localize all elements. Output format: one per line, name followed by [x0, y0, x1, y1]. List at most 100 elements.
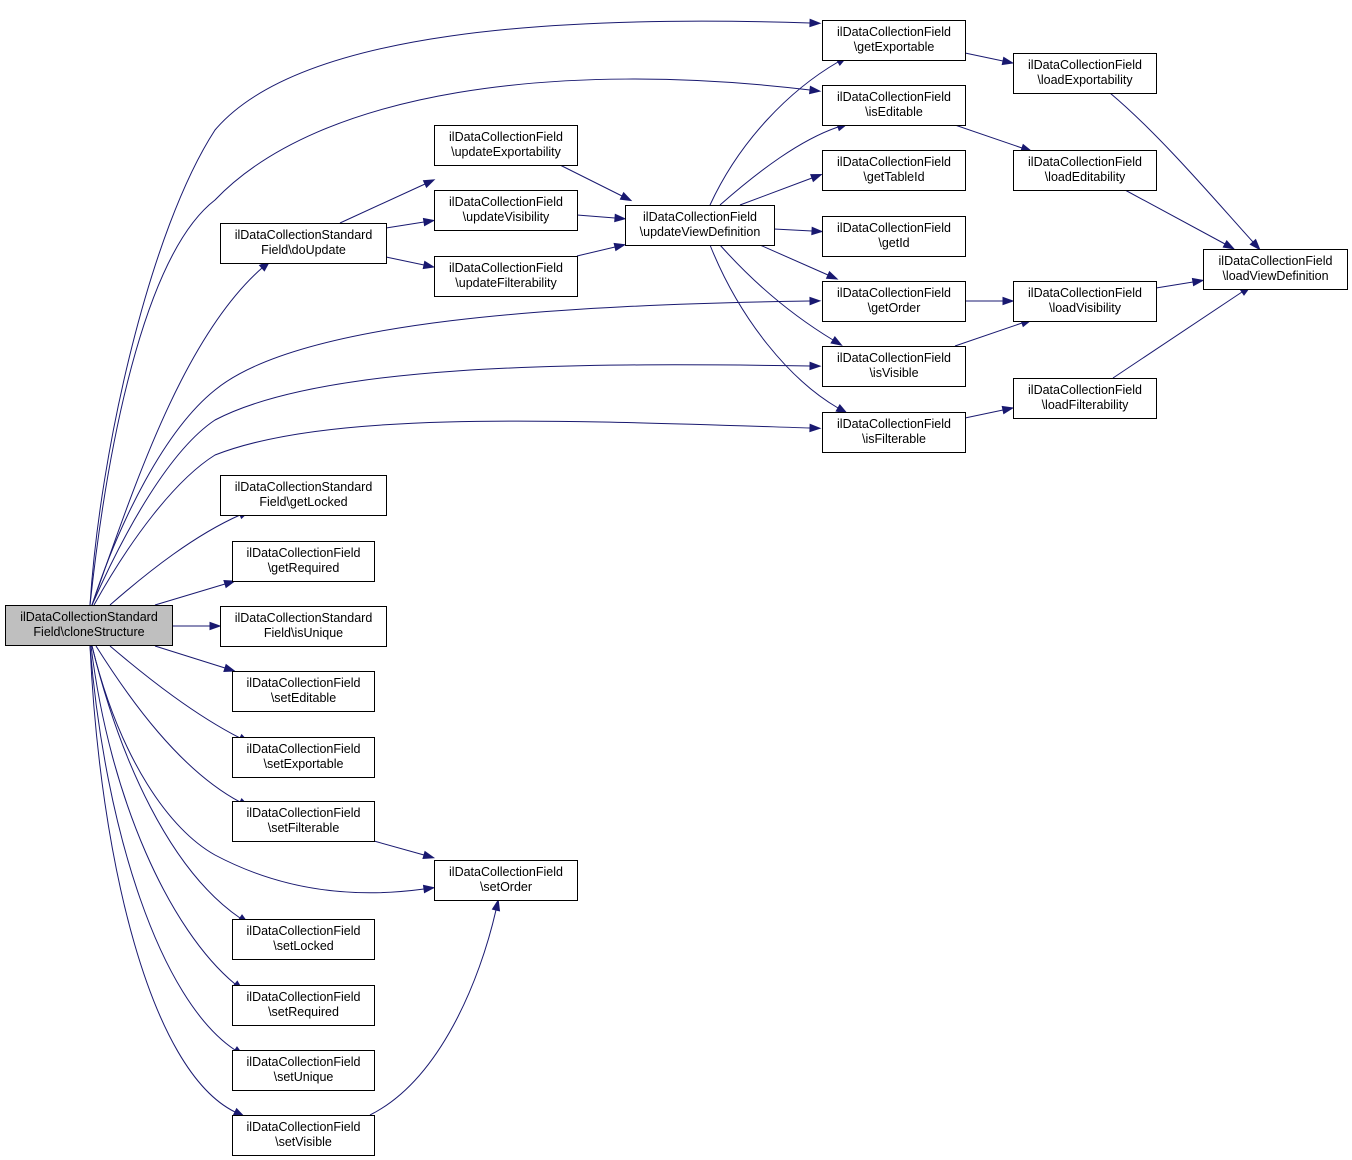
arrowhead	[422, 850, 436, 860]
node-box	[232, 1115, 375, 1156]
node-loadExportability[interactable]: ilDataCollectionField\loadExportability	[1013, 53, 1157, 94]
node-label-line: ilDataCollectionField	[449, 195, 563, 209]
edge-doUpdate-to-updateExportability	[339, 179, 436, 224]
edge-setVisible-to-setOrder	[369, 898, 501, 1116]
node-getOrder[interactable]: ilDataCollectionField\getOrder	[822, 281, 966, 322]
arrowhead	[1001, 405, 1015, 415]
edge-line	[954, 322, 1023, 347]
node-loadVisibility[interactable]: ilDataCollectionField\loadVisibility	[1013, 281, 1157, 322]
node-label-line: \getRequired	[268, 561, 340, 575]
edge-line	[93, 420, 811, 606]
node-setLocked[interactable]: ilDataCollectionField\setLocked	[232, 919, 375, 960]
node-getExportable[interactable]: ilDataCollectionField\getExportable	[822, 20, 966, 61]
arrowhead	[1249, 238, 1261, 251]
node-label-line: \isVisible	[869, 366, 918, 380]
node-label-line: \loadVisibility	[1049, 301, 1122, 315]
node-label-line: \setFilterable	[268, 821, 340, 835]
node-getRequired[interactable]: ilDataCollectionField\getRequired	[232, 541, 375, 582]
node-setExportable[interactable]: ilDataCollectionField\setExportable	[232, 737, 375, 778]
arrowhead	[825, 270, 839, 280]
edge-line	[954, 124, 1023, 149]
node-updateViewDefinition[interactable]: ilDataCollectionField\updateViewDefiniti…	[625, 205, 775, 246]
node-loadViewDefinition[interactable]: ilDataCollectionField\loadViewDefinition	[1203, 249, 1348, 290]
node-updateExportability[interactable]: ilDataCollectionField\updateExportabilit…	[434, 125, 578, 166]
edge-line	[339, 183, 426, 224]
node-label-line: ilDataCollectionStandard	[235, 228, 373, 242]
node-setRequired[interactable]: ilDataCollectionField\setRequired	[232, 985, 375, 1026]
edge-loadEditability-to-loadViewDefinition	[1124, 189, 1236, 250]
node-label-line: ilDataCollectionStandard	[235, 611, 373, 625]
arrowhead	[809, 423, 822, 433]
edge-line	[709, 244, 839, 409]
node-isEditable[interactable]: ilDataCollectionField\isEditable	[822, 85, 966, 126]
node-label-line: ilDataCollectionField	[247, 990, 361, 1004]
node-label-line: ilDataCollectionField	[837, 351, 951, 365]
edge-line	[91, 645, 425, 894]
node-cloneStructure[interactable]: ilDataCollectionStandardField\cloneStruc…	[5, 605, 173, 646]
edge-cloneStructure-to-isEditable	[89, 78, 822, 606]
node-getId[interactable]: ilDataCollectionField\getId	[822, 216, 966, 257]
arrowhead	[809, 361, 822, 371]
node-label-line: ilDataCollectionField	[837, 25, 951, 39]
edge-cloneStructure-to-isFilterable	[93, 420, 822, 606]
arrowhead	[209, 621, 222, 631]
edge-line	[576, 246, 616, 257]
arrowhead	[1001, 56, 1015, 66]
node-label-line: \loadViewDefinition	[1222, 269, 1328, 283]
edge-line	[1155, 281, 1194, 289]
edge-updateExportability-to-updateViewDefinition	[559, 164, 633, 202]
edge-updateViewDefinition-to-isVisible	[719, 244, 843, 346]
arrowhead	[1002, 296, 1015, 306]
node-label-line: ilDataCollectionField	[1028, 155, 1142, 169]
node-label-line: \loadExportability	[1037, 73, 1133, 87]
edge-cloneStructure-to-setExportable	[109, 645, 251, 744]
edge-cloneStructure-to-isUnique	[172, 621, 222, 631]
edge-cloneStructure-to-setEditable	[154, 645, 236, 672]
edge-updateViewDefinition-to-getOrder	[759, 244, 839, 280]
edge-line	[89, 645, 236, 1113]
edge-getOrder-to-loadVisibility	[965, 296, 1015, 306]
edge-line	[89, 78, 811, 606]
edge-updateViewDefinition-to-getId	[773, 226, 824, 236]
node-updateVisibility[interactable]: ilDataCollectionField\updateVisibility	[434, 190, 578, 231]
edge-updateFilterability-to-updateViewDefinition	[576, 242, 627, 257]
edge-line	[89, 645, 236, 1051]
nodes-layer: ilDataCollectionStandardField\cloneStruc…	[5, 20, 1348, 1156]
node-label-line: \setVisible	[275, 1135, 332, 1149]
edge-line	[385, 221, 425, 229]
edge-cloneStructure-to-isVisible	[91, 361, 822, 606]
node-getTableId[interactable]: ilDataCollectionField\getTableId	[822, 150, 966, 191]
node-label-line: ilDataCollectionField	[1028, 58, 1142, 72]
node-setFilterable[interactable]: ilDataCollectionField\setFilterable	[232, 801, 375, 842]
node-label-line: ilDataCollectionField	[449, 130, 563, 144]
node-updateFilterability[interactable]: ilDataCollectionField\updateFilterabilit…	[434, 256, 578, 297]
node-setVisible[interactable]: ilDataCollectionField\setVisible	[232, 1115, 375, 1156]
edge-cloneStructure-to-getOrder	[91, 296, 822, 606]
edge-line	[109, 645, 241, 739]
node-loadFilterability[interactable]: ilDataCollectionField\loadFilterability	[1013, 378, 1157, 419]
node-isVisible[interactable]: ilDataCollectionField\isVisible	[822, 346, 966, 387]
node-setEditable[interactable]: ilDataCollectionField\setEditable	[232, 671, 375, 712]
edge-getExportable-to-loadExportability	[964, 52, 1015, 66]
node-box	[625, 205, 775, 246]
node-box	[232, 1050, 375, 1091]
node-box	[822, 85, 966, 126]
edge-line	[91, 364, 811, 606]
node-box	[232, 737, 375, 778]
node-setOrder[interactable]: ilDataCollectionField\setOrder	[434, 860, 578, 901]
node-setUnique[interactable]: ilDataCollectionField\setUnique	[232, 1050, 375, 1091]
node-label-line: ilDataCollectionField	[1028, 383, 1142, 397]
node-isFilterable[interactable]: ilDataCollectionField\isFilterable	[822, 412, 966, 453]
node-loadEditability[interactable]: ilDataCollectionField\loadEditability	[1013, 150, 1157, 191]
node-box	[822, 281, 966, 322]
node-box	[232, 541, 375, 582]
edge-loadExportability-to-loadViewDefinition	[1109, 92, 1261, 251]
node-label-line: \setUnique	[274, 1070, 334, 1084]
edge-line	[719, 244, 834, 341]
edge-line	[709, 61, 839, 206]
edge-doUpdate-to-updateFilterability	[385, 256, 436, 270]
